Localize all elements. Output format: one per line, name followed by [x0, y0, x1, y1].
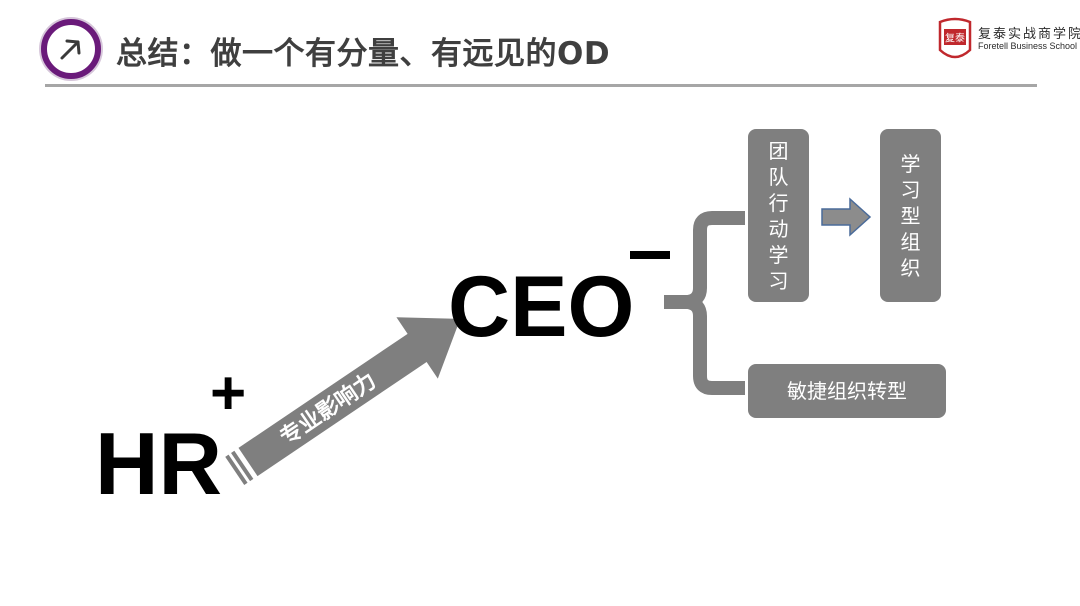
- school-seal-logo: 复泰: [937, 16, 973, 68]
- box-char: 学: [768, 242, 789, 267]
- box-team-action-learning: 团 队 行 动 学 习: [748, 129, 809, 302]
- box-char: 习: [768, 268, 789, 293]
- box-char: 组: [900, 229, 921, 254]
- box-char: 习: [900, 177, 921, 202]
- curly-bracket: [664, 211, 745, 395]
- logo-seal-text: 复泰: [945, 32, 965, 45]
- title-arrow-icon: [41, 19, 101, 79]
- right-arrow-icon: [821, 197, 872, 237]
- box-char: 动: [768, 216, 789, 241]
- box-agile-transformation: 敏捷组织转型: [748, 364, 946, 418]
- box-char: 行: [768, 190, 789, 215]
- arrow-label: 专业影响力: [275, 368, 381, 451]
- box-char: 学: [900, 151, 921, 176]
- page-title: 总结：做一个有分量、有远见的OD: [116, 36, 611, 72]
- box-learning-organization: 学 习 型 组 织: [880, 129, 941, 302]
- header-divider: [45, 84, 1037, 87]
- box-char: 团: [768, 138, 789, 163]
- ceo-minus-sign: [630, 251, 670, 259]
- box-char: 织: [900, 255, 921, 280]
- box-char: 队: [768, 164, 789, 189]
- hr-plus-sign: +: [210, 359, 247, 428]
- ceo-label: CEO: [448, 259, 635, 355]
- box-char: 型: [900, 203, 921, 228]
- hr-label: HR: [95, 414, 223, 513]
- logo-chinese-name: 复泰实战商学院: [978, 27, 1080, 42]
- influence-arrow: 专业影响力: [225, 317, 461, 486]
- logo-english-name: Foretell Business School: [978, 41, 1078, 51]
